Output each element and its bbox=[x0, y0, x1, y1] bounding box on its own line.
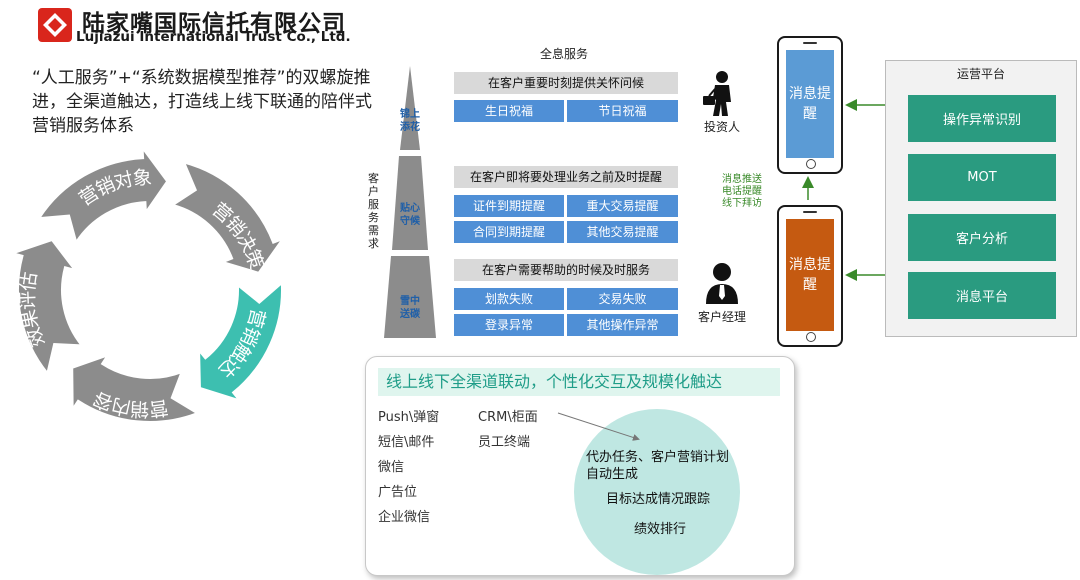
bubble-item-ranking: 绩效排行 bbox=[634, 522, 687, 537]
channel-wechat: 微信 bbox=[378, 460, 405, 475]
client-manager-label: 客户经理 bbox=[698, 310, 747, 324]
tier-1-cell-2: 节日祝福 bbox=[567, 100, 678, 122]
investor-icon bbox=[703, 71, 731, 116]
phone-speaker bbox=[803, 211, 817, 213]
channel-panel-title: 线上线下全渠道联动，个性化交互及规模化触达 bbox=[378, 368, 780, 396]
phone-bottom: 消息提醒 bbox=[777, 205, 843, 347]
tier-2-cell-4: 其他交易提醒 bbox=[567, 221, 678, 243]
tier-1-cell-1: 生日祝福 bbox=[454, 100, 564, 122]
tier-3-header: 在客户需要帮助的时候及时服务 bbox=[454, 259, 678, 281]
pyramid-top-label: 全息服务 bbox=[540, 47, 589, 61]
phone-speaker bbox=[803, 42, 817, 44]
channel-enterprise-wechat: 企业微信 bbox=[378, 510, 431, 525]
tier-3-cell-3: 登录异常 bbox=[454, 314, 564, 336]
cycle-arrow-segment-2 bbox=[170, 161, 286, 274]
automation-bubble bbox=[574, 409, 740, 575]
channel-push: Push\弹窗 bbox=[378, 410, 440, 425]
cycle-arrow-segment-5 bbox=[9, 238, 84, 376]
pyramid-side-label: 客户服务需求 bbox=[368, 172, 379, 250]
tier-2-cell-3: 合同到期提醒 bbox=[454, 221, 564, 243]
cycle-arrow-segment-4 bbox=[71, 353, 200, 423]
tier-3-cell-2: 交易失败 bbox=[567, 288, 678, 310]
channel-ad: 广告位 bbox=[378, 485, 418, 500]
tier-3-cell-4: 其他操作异常 bbox=[567, 314, 678, 336]
pyramid-tier-label-3: 雪中送碳 bbox=[400, 296, 420, 320]
pyramid-tier-top bbox=[400, 66, 420, 150]
channel-crm: CRM\柜面 bbox=[478, 410, 538, 425]
phone-home-button bbox=[806, 159, 816, 169]
ops-platform-title: 运营平台 bbox=[956, 67, 1005, 81]
tier-2-cell-2: 重大交易提醒 bbox=[567, 195, 678, 217]
pyramid-graphic bbox=[384, 66, 436, 338]
marketing-cycle-diagram: 营销对象 营销决策 营销触达 营销内容 效果评估 bbox=[9, 144, 286, 423]
phone-top-screen: 消息提醒 bbox=[786, 50, 834, 158]
tier-3-cell-1: 划款失败 bbox=[454, 288, 564, 310]
ops-item-message: 消息平台 bbox=[908, 272, 1056, 319]
pyramid-tier-label-1: 锦上添花 bbox=[400, 109, 420, 133]
investor-label: 投资人 bbox=[704, 120, 741, 134]
cycle-arrow-segment-1 bbox=[37, 144, 169, 245]
pyramid-tier-label-2: 贴心守候 bbox=[400, 203, 420, 227]
bubble-item-tasks: 代办任务、客户营销计划自动生成 bbox=[586, 450, 730, 482]
pyramid-tier-bottom bbox=[384, 256, 436, 338]
ops-item-analysis: 客户分析 bbox=[908, 214, 1056, 261]
pyramid-tier-mid bbox=[392, 156, 428, 250]
cycle-arrow-segment-3 bbox=[198, 280, 283, 403]
tier-2-header: 在客户即将要处理业务之前及时提醒 bbox=[454, 166, 678, 188]
company-name-cn: 陆家嘴国际信托有限公司 bbox=[82, 11, 346, 37]
ops-platform-panel: 运营平台 操作异常识别 MOT 客户分析 消息平台 bbox=[885, 60, 1077, 337]
phone-top: 消息提醒 bbox=[777, 36, 843, 174]
phone-bottom-screen: 消息提醒 bbox=[786, 219, 834, 331]
channel-employee-terminal: 员工终端 bbox=[478, 435, 531, 450]
push-note-label: 消息推送电话提醒线下拜访 bbox=[722, 174, 762, 209]
bubble-item-tracking: 目标达成情况跟踪 bbox=[606, 492, 711, 507]
flow-arrows bbox=[802, 99, 886, 281]
company-logo-icon bbox=[38, 8, 72, 42]
tier-1-header: 在客户重要时刻提供关怀问候 bbox=[454, 72, 678, 94]
company-name-en: Lujiazui International Trust Co., Ltd. bbox=[76, 29, 351, 45]
slogan-text: “人工服务”+“系统数据模型推荐”的双螺旋推进，全渠道触达，打造线上线下联通的陪… bbox=[32, 68, 372, 136]
phone-home-button bbox=[806, 332, 816, 342]
ops-item-mot: MOT bbox=[908, 154, 1056, 201]
channel-sms: 短信\邮件 bbox=[378, 435, 435, 450]
tier-2-cell-1: 证件到期提醒 bbox=[454, 195, 564, 217]
client-manager-icon bbox=[706, 263, 738, 304]
channel-arrow bbox=[557, 412, 640, 441]
channel-panel: 线上线下全渠道联动，个性化交互及规模化触达 Push\弹窗 短信\邮件 微信 广… bbox=[365, 356, 795, 576]
ops-item-exception: 操作异常识别 bbox=[908, 95, 1056, 142]
